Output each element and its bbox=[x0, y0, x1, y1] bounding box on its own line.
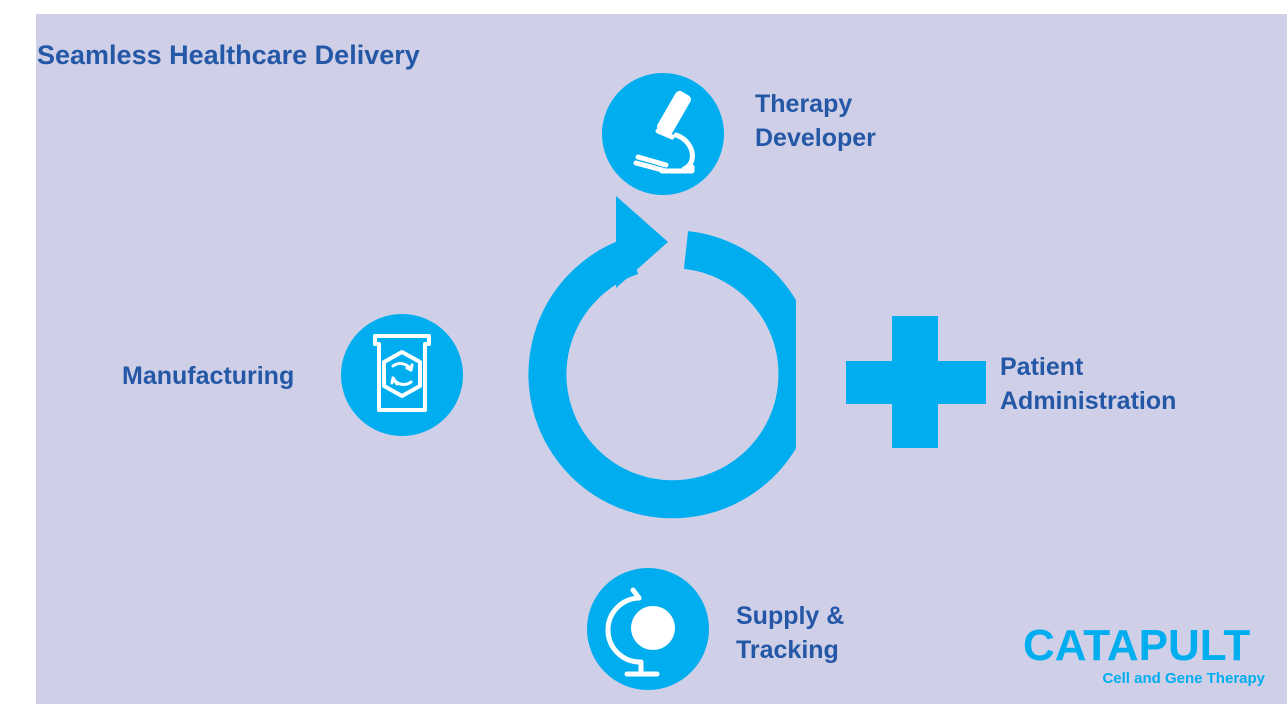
supply-tracking-node bbox=[587, 568, 709, 690]
supply-tracking-line2: Tracking bbox=[736, 636, 839, 664]
logo-tagline: Cell and Gene Therapy bbox=[1102, 670, 1265, 687]
globe-icon bbox=[605, 587, 675, 677]
manufacturing-node bbox=[341, 314, 463, 436]
microscope-icon bbox=[633, 90, 695, 174]
beaker-cycle-icon bbox=[373, 334, 431, 412]
diagram-canvas: Seamless Healthcare Delivery Therapy Dev… bbox=[36, 14, 1287, 704]
manufacturing-label: Manufacturing bbox=[122, 362, 295, 390]
patient-administration-line2: Administration bbox=[1000, 387, 1177, 415]
therapy-developer-line1: Therapy bbox=[755, 90, 853, 118]
therapy-developer-node bbox=[602, 73, 724, 195]
therapy-developer-label: Therapy Developer bbox=[755, 87, 876, 155]
supply-tracking-label: Supply & Tracking bbox=[736, 599, 844, 667]
svg-text:CATAPULT: CATAPULT bbox=[1023, 621, 1250, 670]
patient-administration-label: Patient Administration bbox=[1000, 350, 1176, 418]
medical-cross-icon bbox=[846, 316, 986, 448]
patient-administration-line1: Patient bbox=[1000, 353, 1084, 381]
supply-tracking-line1: Supply & bbox=[736, 602, 845, 630]
diagram-title: Seamless Healthcare Delivery bbox=[37, 40, 420, 70]
cycle-arrow-icon bbox=[528, 196, 796, 519]
catapult-logo: CATAPULT Cell and Gene Therapy bbox=[1023, 604, 1267, 694]
logo-wordmark: CATAPULT bbox=[1023, 621, 1250, 670]
therapy-developer-line2: Developer bbox=[755, 124, 876, 152]
